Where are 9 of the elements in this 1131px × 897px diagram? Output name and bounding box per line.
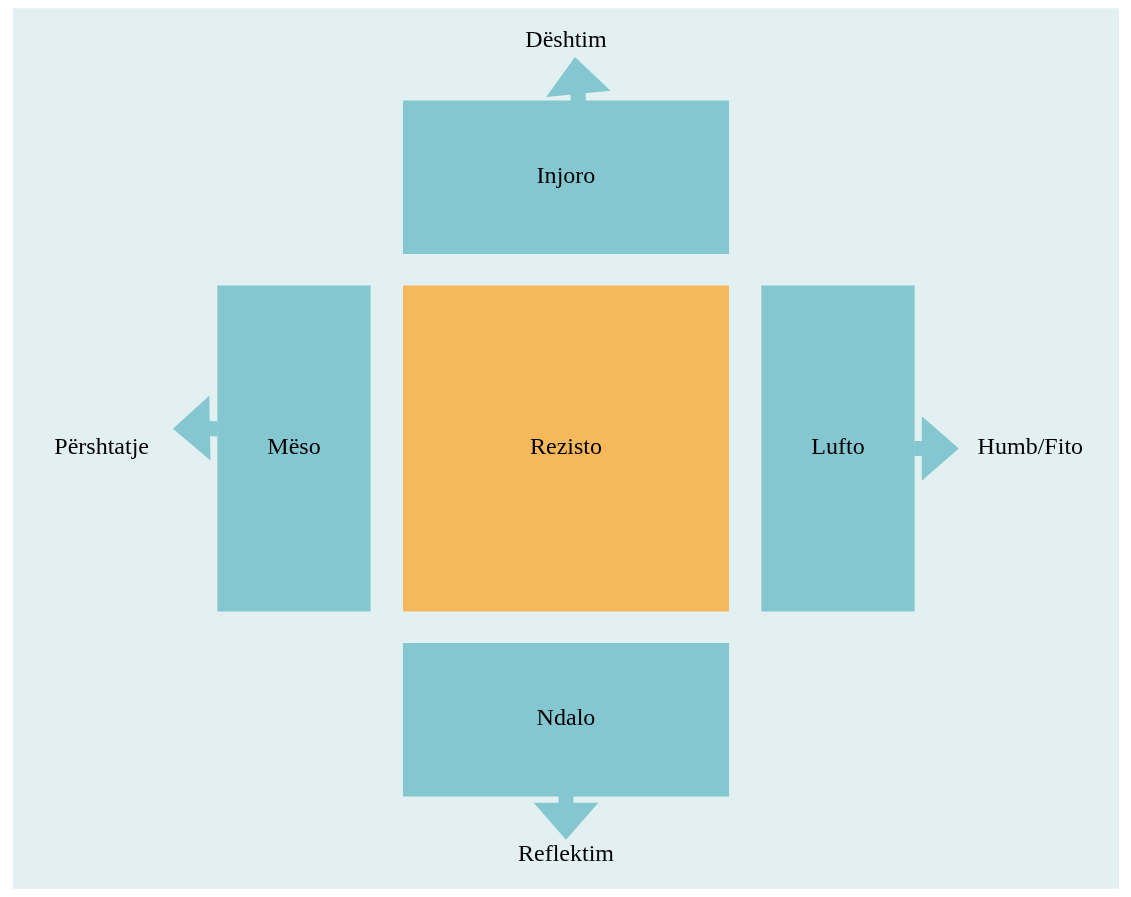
node-box: Lufto [760,285,915,612]
node-box: Rezisto [402,285,729,612]
node-text: Reflektim [517,840,614,867]
node-text: Përshtatje [53,433,149,460]
node-text: Humb/Fito [977,433,1083,460]
node-box: Mëso [216,285,371,612]
node-text: Dështim [524,25,607,52]
node-box: Ndalo [402,643,729,797]
node-box: Injoro [402,100,729,254]
